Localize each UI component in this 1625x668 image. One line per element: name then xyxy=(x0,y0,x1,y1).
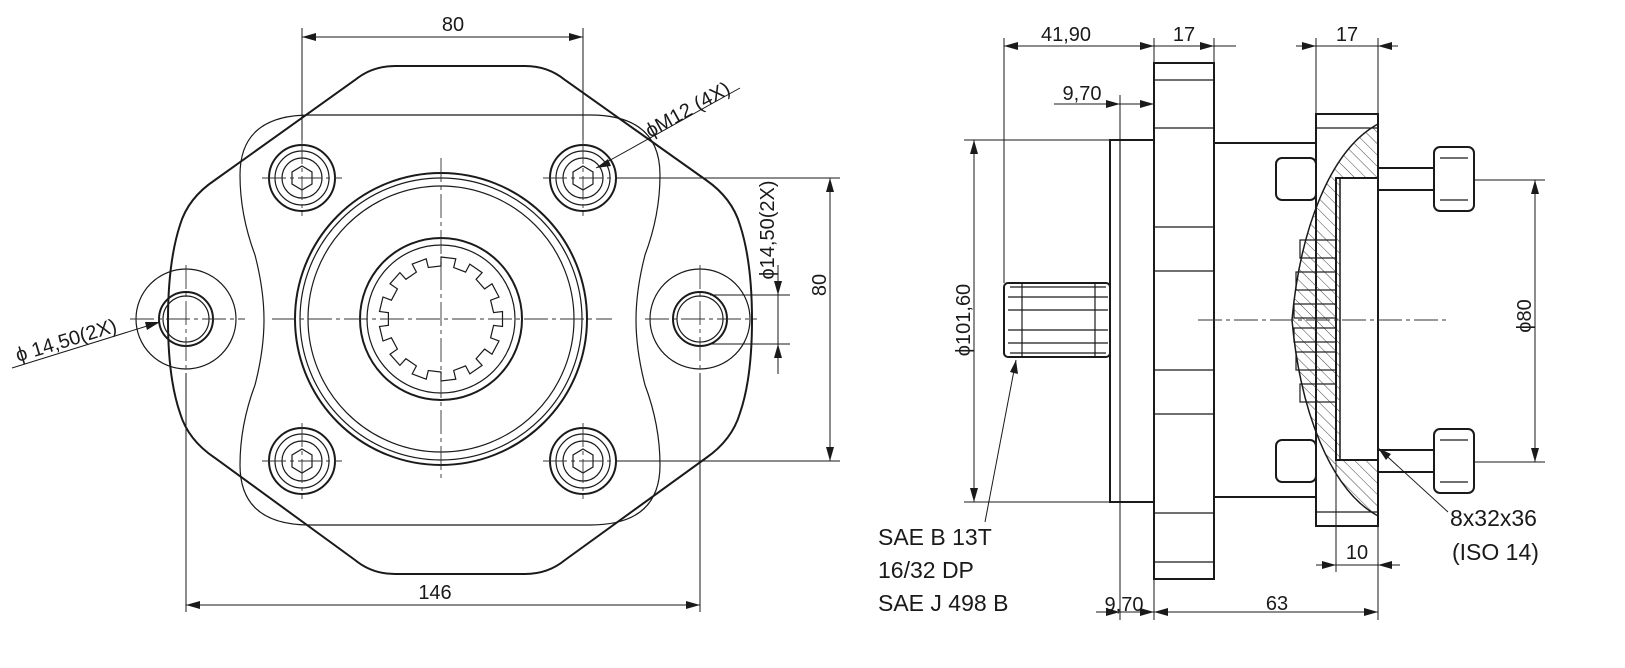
spline-spec-line-2: (ISO 14) xyxy=(1452,539,1539,565)
dim-small-10: 10 xyxy=(1346,542,1368,564)
dim-bore-diameter: ϕ80 xyxy=(1514,299,1536,332)
callout-hole-left: ϕ 14,50(2X) xyxy=(13,315,119,367)
callout-thread: ϕM12 (4X) xyxy=(642,78,734,143)
spline-spec-line-1: 8x32x36 xyxy=(1450,505,1537,531)
inner-flange-outline xyxy=(239,114,661,526)
dim-top-width: 80 xyxy=(442,14,464,36)
front-view: 80 146 80 ϕM12 (4X) ϕ 14,50(2X) ϕ14,50(2… xyxy=(11,14,840,612)
dim-pilot-diameter: ϕ101,60 xyxy=(953,284,975,356)
dim-bottom-width: 146 xyxy=(418,582,451,604)
shaft-spec-line-1: SAE B 13T xyxy=(878,524,992,550)
splined-shaft xyxy=(1003,282,1111,358)
dim-right-height: 80 xyxy=(809,274,831,296)
mounting-flange xyxy=(1153,62,1215,580)
dim-flange-thickness: 17 xyxy=(1173,24,1195,46)
pilot-boss xyxy=(1109,139,1155,503)
dim-overall-top: 41,90 xyxy=(1041,24,1091,46)
stud-top xyxy=(1275,146,1475,212)
dim-bottom-offset: 9,70 xyxy=(1105,594,1144,616)
dim-pilot-depth-top: 9,70 xyxy=(1063,83,1102,105)
shaft-spec-line-2: 16/32 DP xyxy=(878,557,974,583)
internal-spline-bore xyxy=(378,256,504,382)
dim-bottom-length: 63 xyxy=(1266,593,1288,615)
shaft-spec-line-3: SAE J 498 B xyxy=(878,590,1008,616)
callout-hole-right: ϕ14,50(2X) xyxy=(757,180,779,279)
outer-flange-outline xyxy=(166,65,754,575)
dim-body-flange-thickness: 17 xyxy=(1336,24,1358,46)
stud-bottom xyxy=(1275,428,1475,494)
side-view: 41,90 17 17 9,70 ϕ101,60 ϕ80 xyxy=(878,24,1545,620)
